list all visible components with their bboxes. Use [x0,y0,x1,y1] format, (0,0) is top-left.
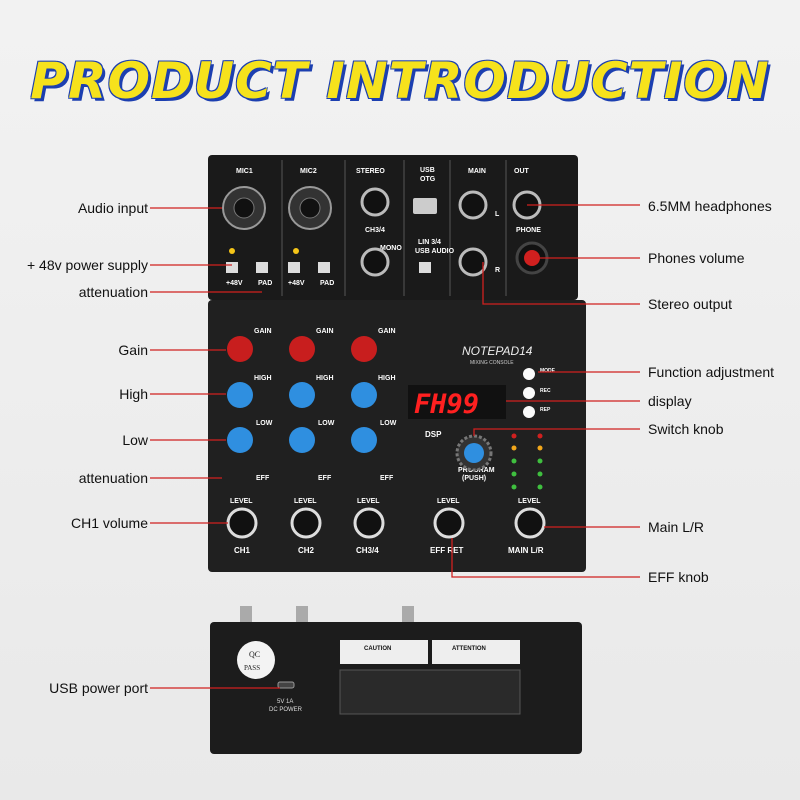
ch2-label: CH2 [298,546,315,555]
xlr-jack-mic2 [288,186,332,230]
rec-label: REC [540,388,551,394]
label-phones-volume: Phones volume [648,250,745,266]
label-low: Low [122,432,148,448]
level-label-5: LEVEL [518,498,541,505]
label-gain: Gain [118,342,148,358]
usb-audio-label: USB AUDIO [415,248,455,255]
pad-label-2: PAD [320,280,334,287]
label-attenuation-eff: attenuation [78,470,148,486]
p48v-label-1: +48V [226,280,243,287]
page-title: PRODUCT INTRODUCTION [30,52,770,110]
power-label-2: DC POWER [269,707,303,713]
display-readout: FH99 [414,389,479,420]
qc-label: QC [249,650,260,659]
r-label: R [495,267,500,274]
label-high: High [119,386,148,402]
display-screen [408,385,506,419]
level-meter [511,433,543,490]
level-label-3: LEVEL [357,498,380,505]
level-label-1: LEVEL [230,498,253,505]
caution-label: CAUTION [364,646,391,652]
label-48v-power: + 48v power supply [26,257,148,273]
label-function-adjustment: Function adjustment [648,364,775,380]
console-front-panel [208,300,586,572]
brand-sub-label: MIXING CONSOLE [470,360,514,366]
eff-ret-label: EFF RET [430,546,463,555]
caution-sticker [340,640,428,664]
label-main-lr: Main L/R [648,519,705,535]
ch34-label: CH3/4 [365,227,385,234]
level-label-2: LEVEL [294,498,317,505]
pass-label: PASS [244,664,260,672]
high-label-3: HIGH [378,375,396,382]
mode-label: MODE [540,368,556,374]
label-attenuation-top: attenuation [78,284,148,300]
usb-label: USB [420,167,435,174]
mic2-label: MIC2 [300,168,317,175]
ch34-strip-label: CH3/4 [356,546,379,555]
channel-knobs [226,336,546,539]
program-label: PROGRAM [458,467,495,474]
rep-label: REP [540,407,551,413]
phone-label: PHONE [516,227,541,234]
label-ch1-volume: CH1 volume [70,515,148,531]
gain-label-2: GAIN [316,328,334,335]
mic1-label: MIC1 [236,168,253,175]
dsp-label: DSP [425,430,442,439]
pad-label-1: PAD [258,280,272,287]
l-label: L [495,211,500,218]
high-label-1: HIGH [254,375,272,382]
label-usb-power-port: USB power port [49,680,148,696]
label-display: display [648,393,692,409]
jack-group [360,187,542,277]
callout-lines [150,204,640,689]
xlr-jack-mic1 [222,186,266,230]
power-label: 5V 1A [277,699,293,705]
gain-label-3: GAIN [378,328,396,335]
label-stereo-output: Stereo output [648,296,733,312]
low-label-3: LOW [380,420,397,427]
low-label-2: LOW [318,420,335,427]
p48v-label-2: +48V [288,280,305,287]
high-label-2: HIGH [316,375,334,382]
usb-power-port-graphic [277,681,295,689]
main-label: MAIN [468,168,486,175]
stereo-label: STEREO [356,168,385,175]
eff-label-1: EFF [256,475,270,482]
usb-port-graphic [413,198,437,214]
eff-label-3: EFF [380,475,394,482]
low-label-1: LOW [256,420,273,427]
label-audio-input: Audio input [77,200,148,216]
out-label: OUT [514,168,530,175]
push-label: (PUSH) [462,475,486,482]
label-eff-knob: EFF knob [648,569,709,585]
gain-label-1: GAIN [254,328,272,335]
main-lr-label: MAIN L/R [508,546,544,555]
brand-label: NOTEPAD14 [462,344,533,358]
fcc-text-block [339,669,521,715]
eff-label-2: EFF [318,475,332,482]
qc-pass-sticker [237,641,275,679]
ch1-label: CH1 [234,546,251,555]
attention-label: ATTENTION [452,646,486,652]
lin34-label: LIN 3/4 [418,239,441,246]
attention-sticker [432,640,520,664]
otg-label: OTG [420,176,436,183]
label-switch-knob: Switch knob [648,421,724,437]
label-headphones: 6.5MM headphones [648,198,772,214]
level-label-4: LEVEL [437,498,460,505]
mono-label: MONO [380,245,402,252]
